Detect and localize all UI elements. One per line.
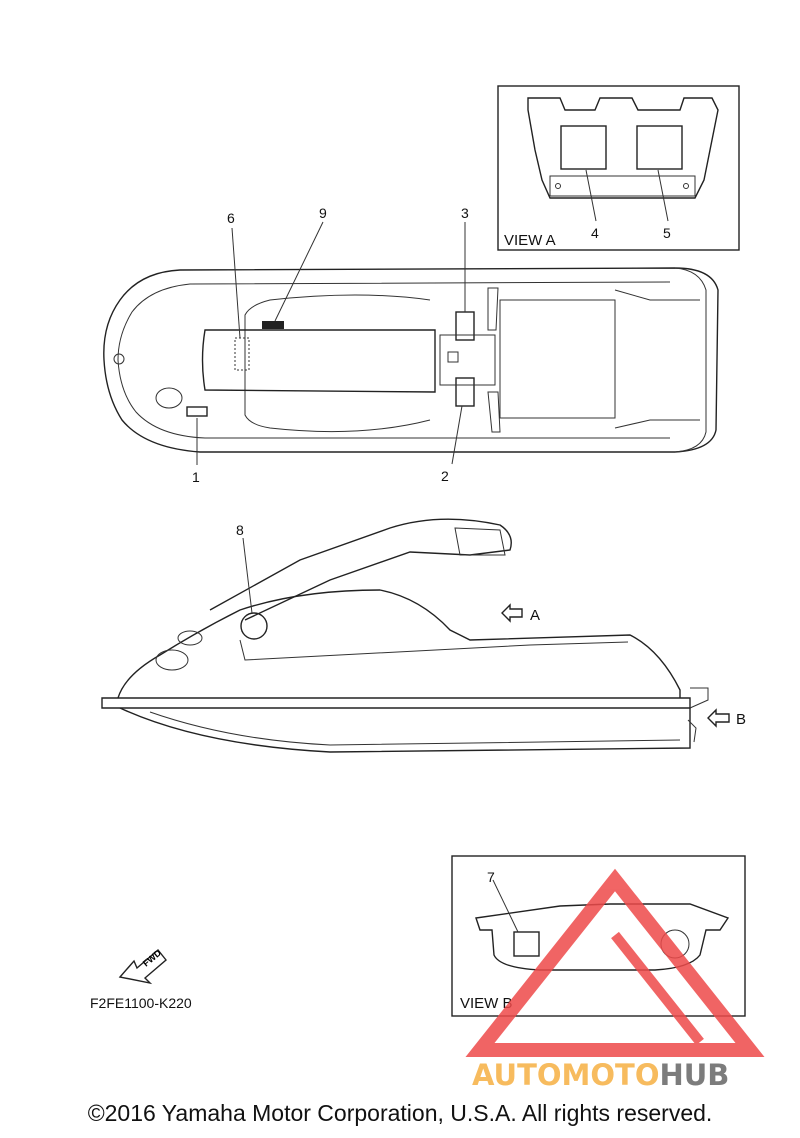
label-7-box bbox=[513, 931, 540, 957]
top-hull-outline bbox=[103, 267, 719, 453]
watermark-part2: HUB bbox=[659, 1058, 729, 1092]
view-a-hull bbox=[527, 97, 719, 199]
callout-9: 9 bbox=[319, 205, 327, 221]
callout-1: 1 bbox=[192, 469, 200, 485]
top-bow-eye bbox=[113, 353, 125, 365]
view-a-inset: 4 5 VIEW A bbox=[497, 85, 740, 251]
leader-8 bbox=[242, 537, 253, 614]
top-footwell bbox=[244, 294, 431, 433]
side-ride-plate bbox=[687, 719, 697, 743]
part-number: F2FE1100-K220 bbox=[90, 995, 192, 1011]
side-stern bbox=[689, 687, 709, 709]
view-b-hull bbox=[475, 903, 730, 971]
copyright-notice: ©2016 Yamaha Motor Corporation, U.S.A. A… bbox=[87, 1100, 713, 1126]
leader-4 bbox=[585, 169, 597, 222]
view-a-label: VIEW A bbox=[504, 232, 556, 249]
top-grip bbox=[487, 287, 499, 331]
top-deck-line bbox=[614, 419, 700, 429]
label-6-box bbox=[234, 337, 250, 371]
label-4-box bbox=[560, 125, 607, 170]
side-seat-line bbox=[239, 639, 629, 661]
view-a-frame bbox=[497, 85, 740, 251]
leader-2 bbox=[451, 405, 463, 465]
side-deck bbox=[117, 589, 681, 699]
callout-8: 8 bbox=[236, 522, 244, 538]
top-steering bbox=[439, 334, 496, 386]
top-handle bbox=[455, 311, 475, 341]
label-9-box bbox=[262, 321, 284, 329]
watermark-triangle-icon bbox=[465, 868, 765, 1057]
top-hull-inner bbox=[117, 281, 671, 439]
view-b-inset: 7 VIEW B bbox=[451, 855, 746, 1017]
watermark-triangle-icon bbox=[611, 931, 704, 1046]
label-1-box bbox=[186, 406, 208, 417]
top-view: 1 2 3 6 9 bbox=[103, 205, 719, 485]
arrow-a-icon bbox=[501, 603, 523, 623]
automotohub-watermark: AUTOMOTOHUB bbox=[465, 868, 765, 1092]
callout-2: 2 bbox=[441, 468, 449, 484]
arrow-a-label: A bbox=[530, 607, 540, 624]
top-grip bbox=[487, 391, 501, 433]
top-deck-line bbox=[614, 289, 700, 301]
callout-3: 3 bbox=[461, 205, 469, 221]
label-8-badge bbox=[240, 612, 268, 640]
callout-7: 7 bbox=[487, 869, 495, 885]
arrow-b-label: B bbox=[736, 711, 746, 728]
side-view: 8 A B bbox=[101, 518, 746, 753]
watermark-text: AUTOMOTOHUB bbox=[472, 1058, 729, 1092]
leader-7 bbox=[492, 879, 519, 933]
leader-6 bbox=[231, 227, 241, 339]
side-intake bbox=[177, 630, 203, 646]
side-hull-bottom bbox=[119, 707, 691, 753]
leader-9 bbox=[274, 221, 324, 322]
view-a-plate bbox=[549, 175, 696, 197]
callout-5: 5 bbox=[663, 225, 671, 241]
arrow-b-icon bbox=[707, 708, 730, 728]
watermark-part1: AUTOMOTO bbox=[472, 1058, 659, 1092]
top-rear-deck bbox=[499, 299, 616, 419]
view-b-frame bbox=[451, 855, 746, 1017]
fwd-indicator: FWD bbox=[118, 947, 167, 985]
callout-6: 6 bbox=[227, 210, 235, 226]
top-switch bbox=[447, 351, 459, 363]
top-stern bbox=[674, 267, 707, 453]
top-hatch bbox=[155, 387, 183, 409]
side-handle-pole bbox=[209, 518, 512, 621]
view-a-bolt bbox=[683, 183, 689, 189]
leader-5 bbox=[657, 169, 669, 222]
side-chine bbox=[149, 711, 681, 746]
label-5-box bbox=[636, 125, 683, 170]
side-handle-pad bbox=[454, 527, 506, 556]
view-b-label: VIEW B bbox=[460, 995, 513, 1012]
fwd-arrow-icon bbox=[118, 948, 167, 985]
top-seat-hood bbox=[201, 329, 436, 393]
side-gunwale bbox=[101, 697, 691, 709]
side-intake bbox=[155, 649, 189, 671]
top-handle bbox=[455, 377, 475, 407]
callout-4: 4 bbox=[591, 225, 599, 241]
view-a-bolt bbox=[555, 183, 561, 189]
